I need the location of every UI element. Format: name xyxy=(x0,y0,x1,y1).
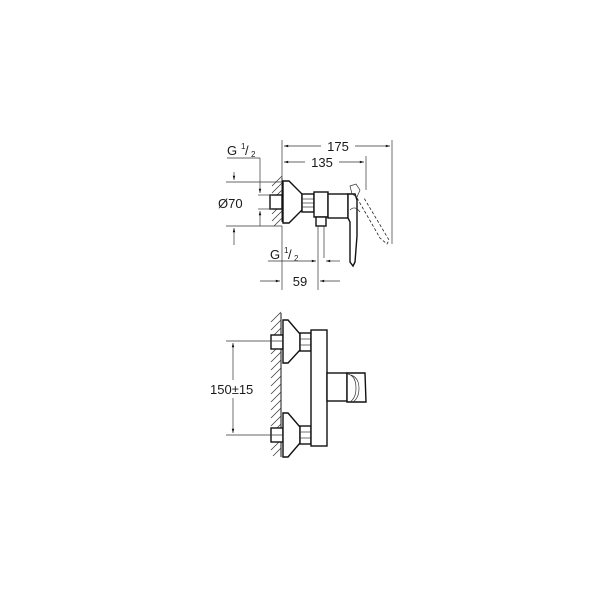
side-view: 175 135 G 1 / 2 Ø70 G 1 / 2 xyxy=(218,139,393,290)
svg-text:/: / xyxy=(245,143,249,158)
lever xyxy=(347,193,358,268)
lower-nut xyxy=(299,425,312,445)
front-view: 150±15 xyxy=(210,311,367,458)
mixer-housing xyxy=(327,193,349,219)
svg-text:1: 1 xyxy=(284,246,289,255)
dim-59: 59 xyxy=(293,274,307,289)
upper-inlet-pipe xyxy=(270,334,284,350)
outlet-fitting xyxy=(315,216,327,227)
lever-front xyxy=(346,372,367,403)
dim-g-inlet: G xyxy=(227,143,237,158)
upper-nut xyxy=(299,332,312,352)
mixer-body-front xyxy=(310,329,328,447)
svg-text:/: / xyxy=(288,247,292,262)
lever-housing-front xyxy=(326,372,348,402)
flange xyxy=(282,180,303,224)
svg-text:2: 2 xyxy=(294,254,299,263)
dim-175: 175 xyxy=(327,139,349,154)
upper-flange xyxy=(282,319,301,364)
svg-text:1: 1 xyxy=(241,142,246,151)
svg-text:G: G xyxy=(270,247,280,262)
inlet-pipe xyxy=(269,194,283,210)
mixer-body xyxy=(313,191,329,218)
dim-150-15: 150±15 xyxy=(210,382,253,397)
dim-135: 135 xyxy=(311,155,333,170)
dim-diameter-70: Ø70 xyxy=(218,196,243,211)
lever-alt-position xyxy=(356,197,390,245)
svg-text:2: 2 xyxy=(251,150,256,159)
lower-flange xyxy=(282,412,301,458)
